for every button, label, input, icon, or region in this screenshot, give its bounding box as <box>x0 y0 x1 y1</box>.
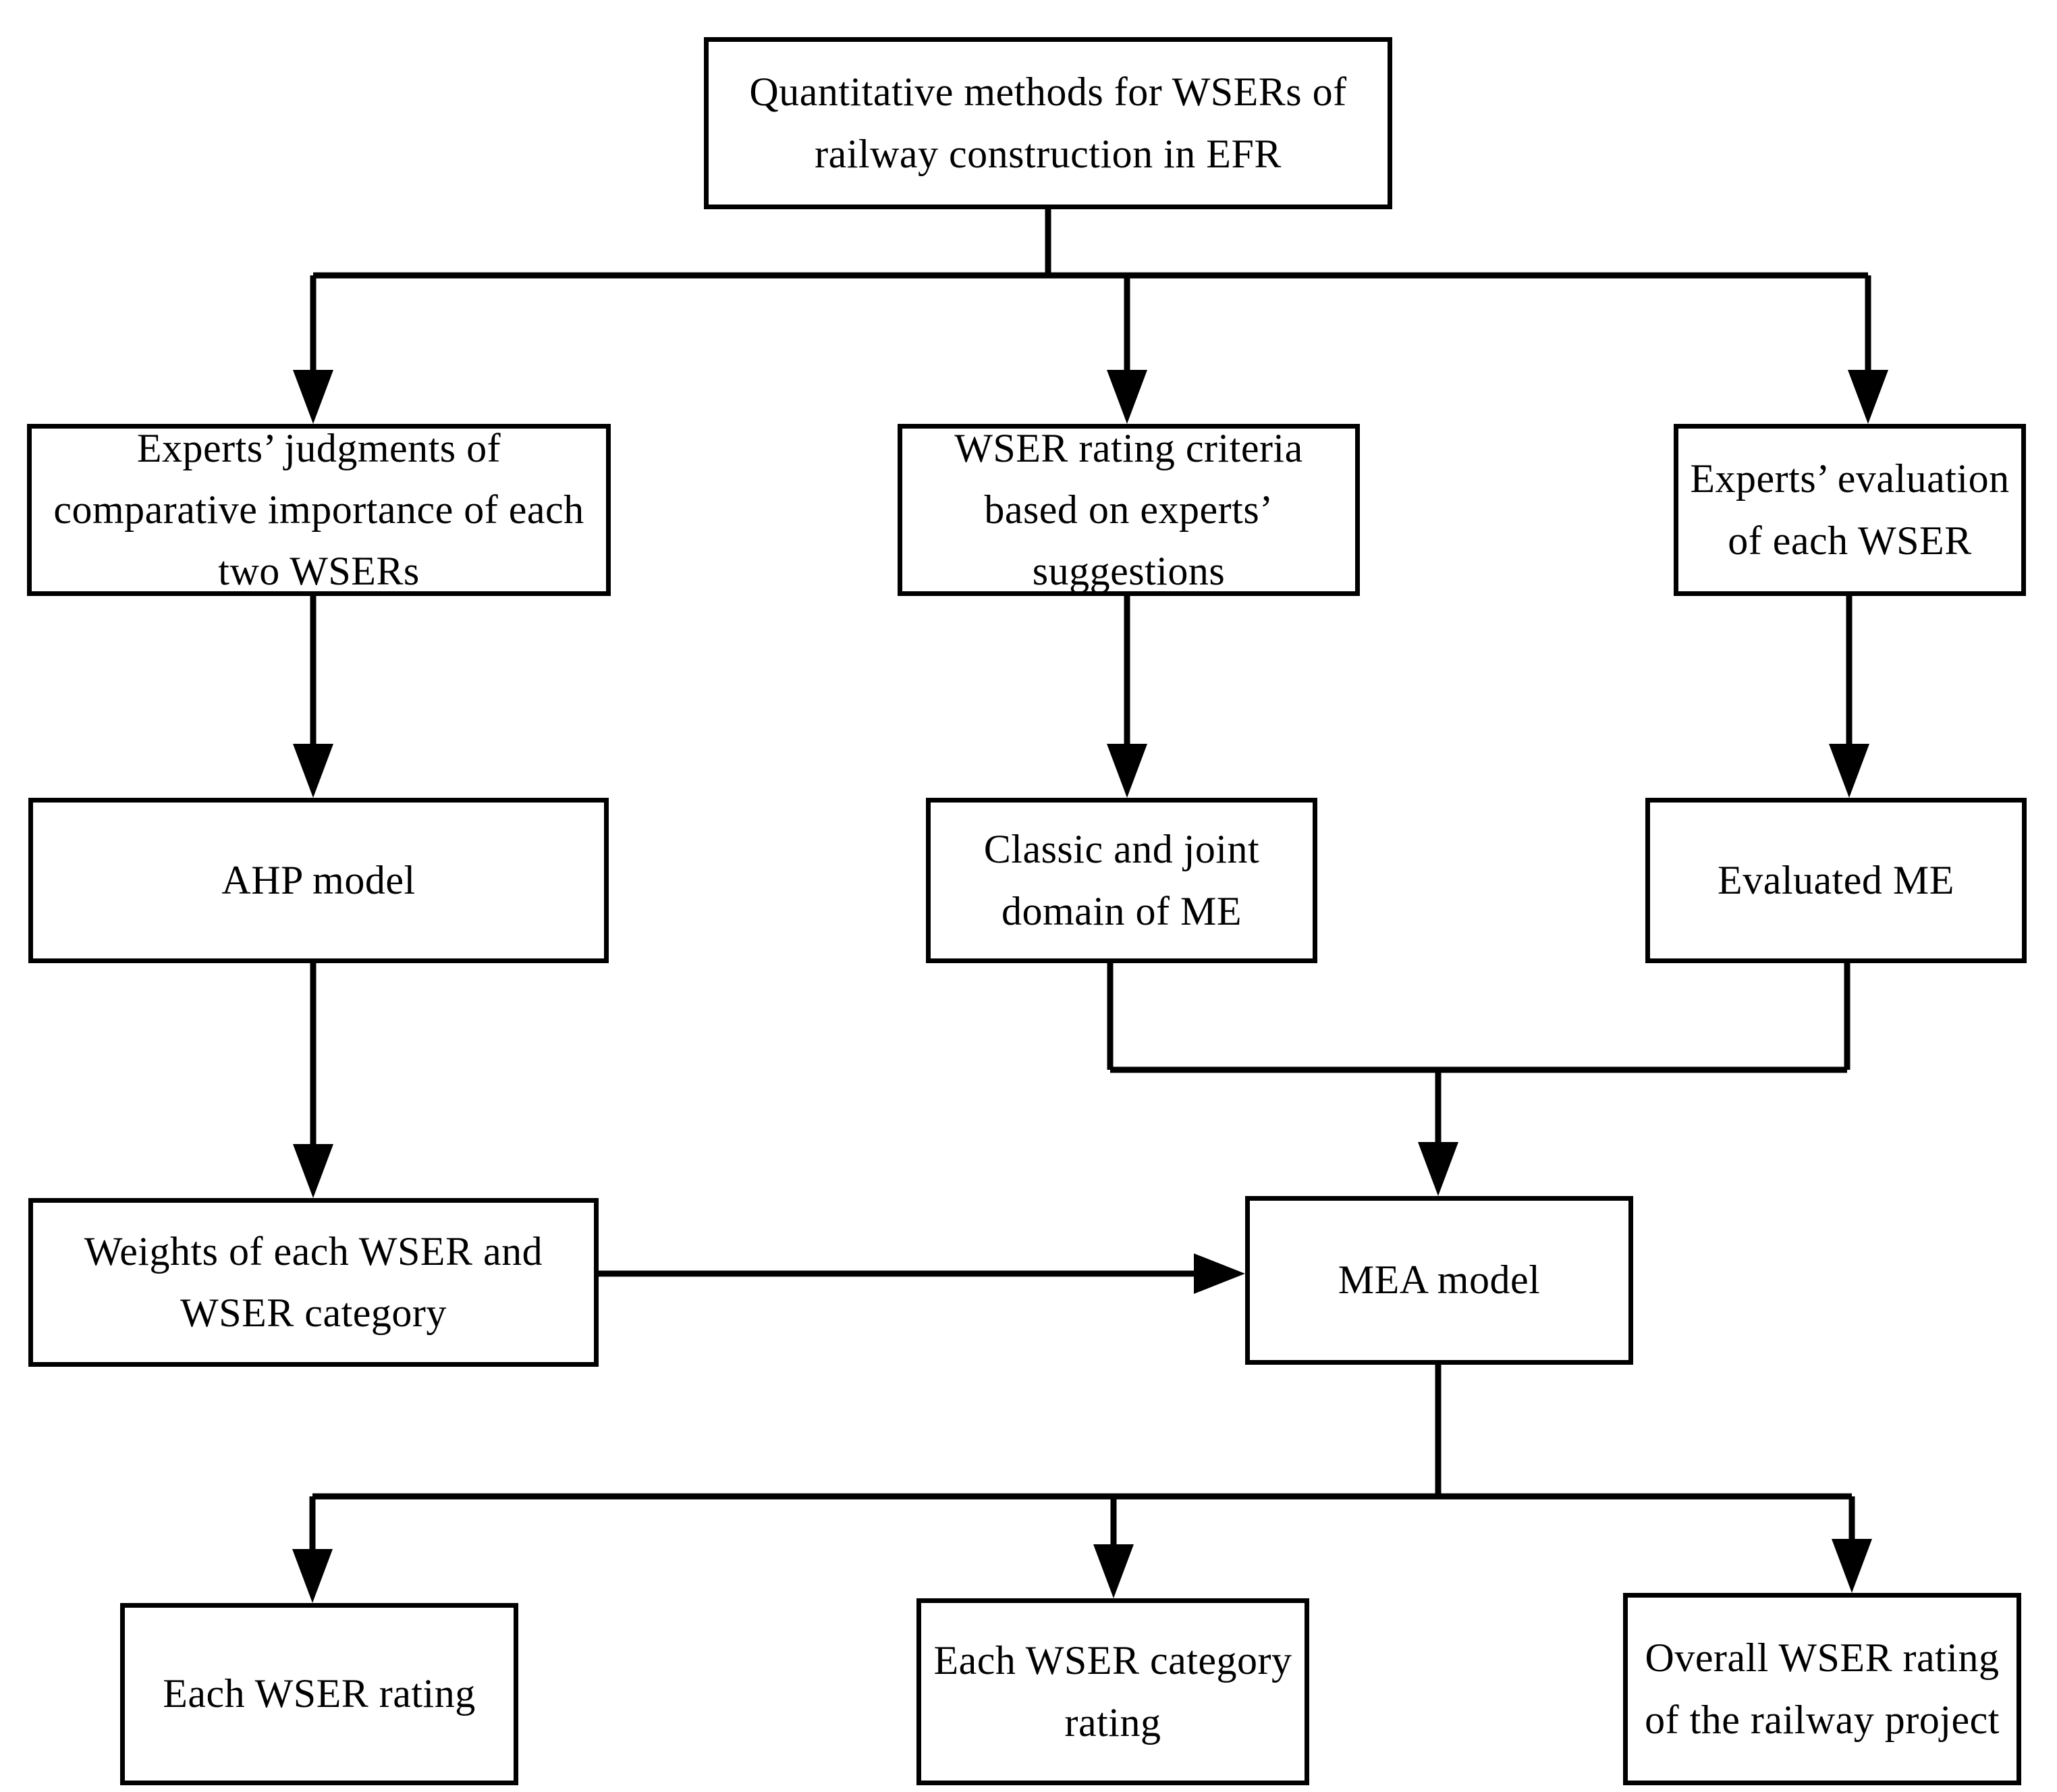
node-weights-label: Weights of each WSER and WSER category <box>84 1228 543 1335</box>
arrowhead-criteria-to-domain <box>1107 744 1147 798</box>
node-overall-rating[interactable]: Overall WSER rating of the railway proje… <box>1623 1593 2021 1785</box>
node-classic-joint-domain[interactable]: Classic and joint domain of ME <box>926 798 1317 963</box>
node-experts-judgments-label: Experts’ judgments of comparative import… <box>53 425 584 594</box>
node-experts-judgments[interactable]: Experts’ judgments of comparative import… <box>27 424 611 596</box>
node-root-label: Quantitative methods for WSERs of railwa… <box>749 70 1347 176</box>
node-rating-criteria[interactable]: WSER rating criteria based on experts’ s… <box>898 424 1360 596</box>
node-root[interactable]: Quantitative methods for WSERs of railwa… <box>704 37 1392 209</box>
arrowhead-root-to-criteria <box>1107 370 1147 424</box>
arrowhead-evaluation-to-evaluatedme <box>1829 744 1869 798</box>
node-each-wser-rating[interactable]: Each WSER rating <box>120 1603 518 1785</box>
arrowhead-root-to-judgments <box>293 370 333 424</box>
arrowhead-judgments-to-ahp <box>293 744 333 798</box>
node-ahp-model[interactable]: AHP model <box>28 798 609 963</box>
node-each-wser-category-rating[interactable]: Each WSER category rating <box>916 1598 1309 1785</box>
node-experts-evaluation[interactable]: Experts’ evaluation of each WSER <box>1674 424 2026 596</box>
node-ahp-model-label: AHP model <box>221 857 416 902</box>
arrowhead-root-to-evaluation <box>1848 370 1888 424</box>
node-classic-joint-domain-label: Classic and joint domain of ME <box>983 827 1260 933</box>
arrowhead-mea-to-wser-rating <box>292 1549 333 1603</box>
node-rating-criteria-label: WSER rating criteria based on experts’ s… <box>954 425 1303 594</box>
node-mea-model[interactable]: MEA model <box>1245 1196 1633 1365</box>
node-weights[interactable]: Weights of each WSER and WSER category <box>28 1198 599 1367</box>
arrowhead-weights-to-mea <box>1194 1253 1245 1294</box>
node-evaluated-me[interactable]: Evaluated ME <box>1645 798 2027 963</box>
node-experts-evaluation-label: Experts’ evaluation of each WSER <box>1690 456 2010 563</box>
node-each-wser-category-rating-label: Each WSER category rating <box>933 1638 1292 1745</box>
arrowhead-merge-to-mea <box>1418 1142 1458 1196</box>
node-evaluated-me-label: Evaluated ME <box>1718 857 1954 902</box>
node-mea-model-label: MEA model <box>1338 1257 1541 1303</box>
node-each-wser-rating-label: Each WSER rating <box>163 1671 476 1716</box>
arrowhead-mea-to-overall-rating <box>1832 1539 1872 1593</box>
arrowhead-ahp-to-weights <box>293 1144 333 1198</box>
node-overall-rating-label: Overall WSER rating of the railway proje… <box>1645 1635 2000 1742</box>
arrowhead-mea-to-category-rating <box>1093 1544 1134 1598</box>
